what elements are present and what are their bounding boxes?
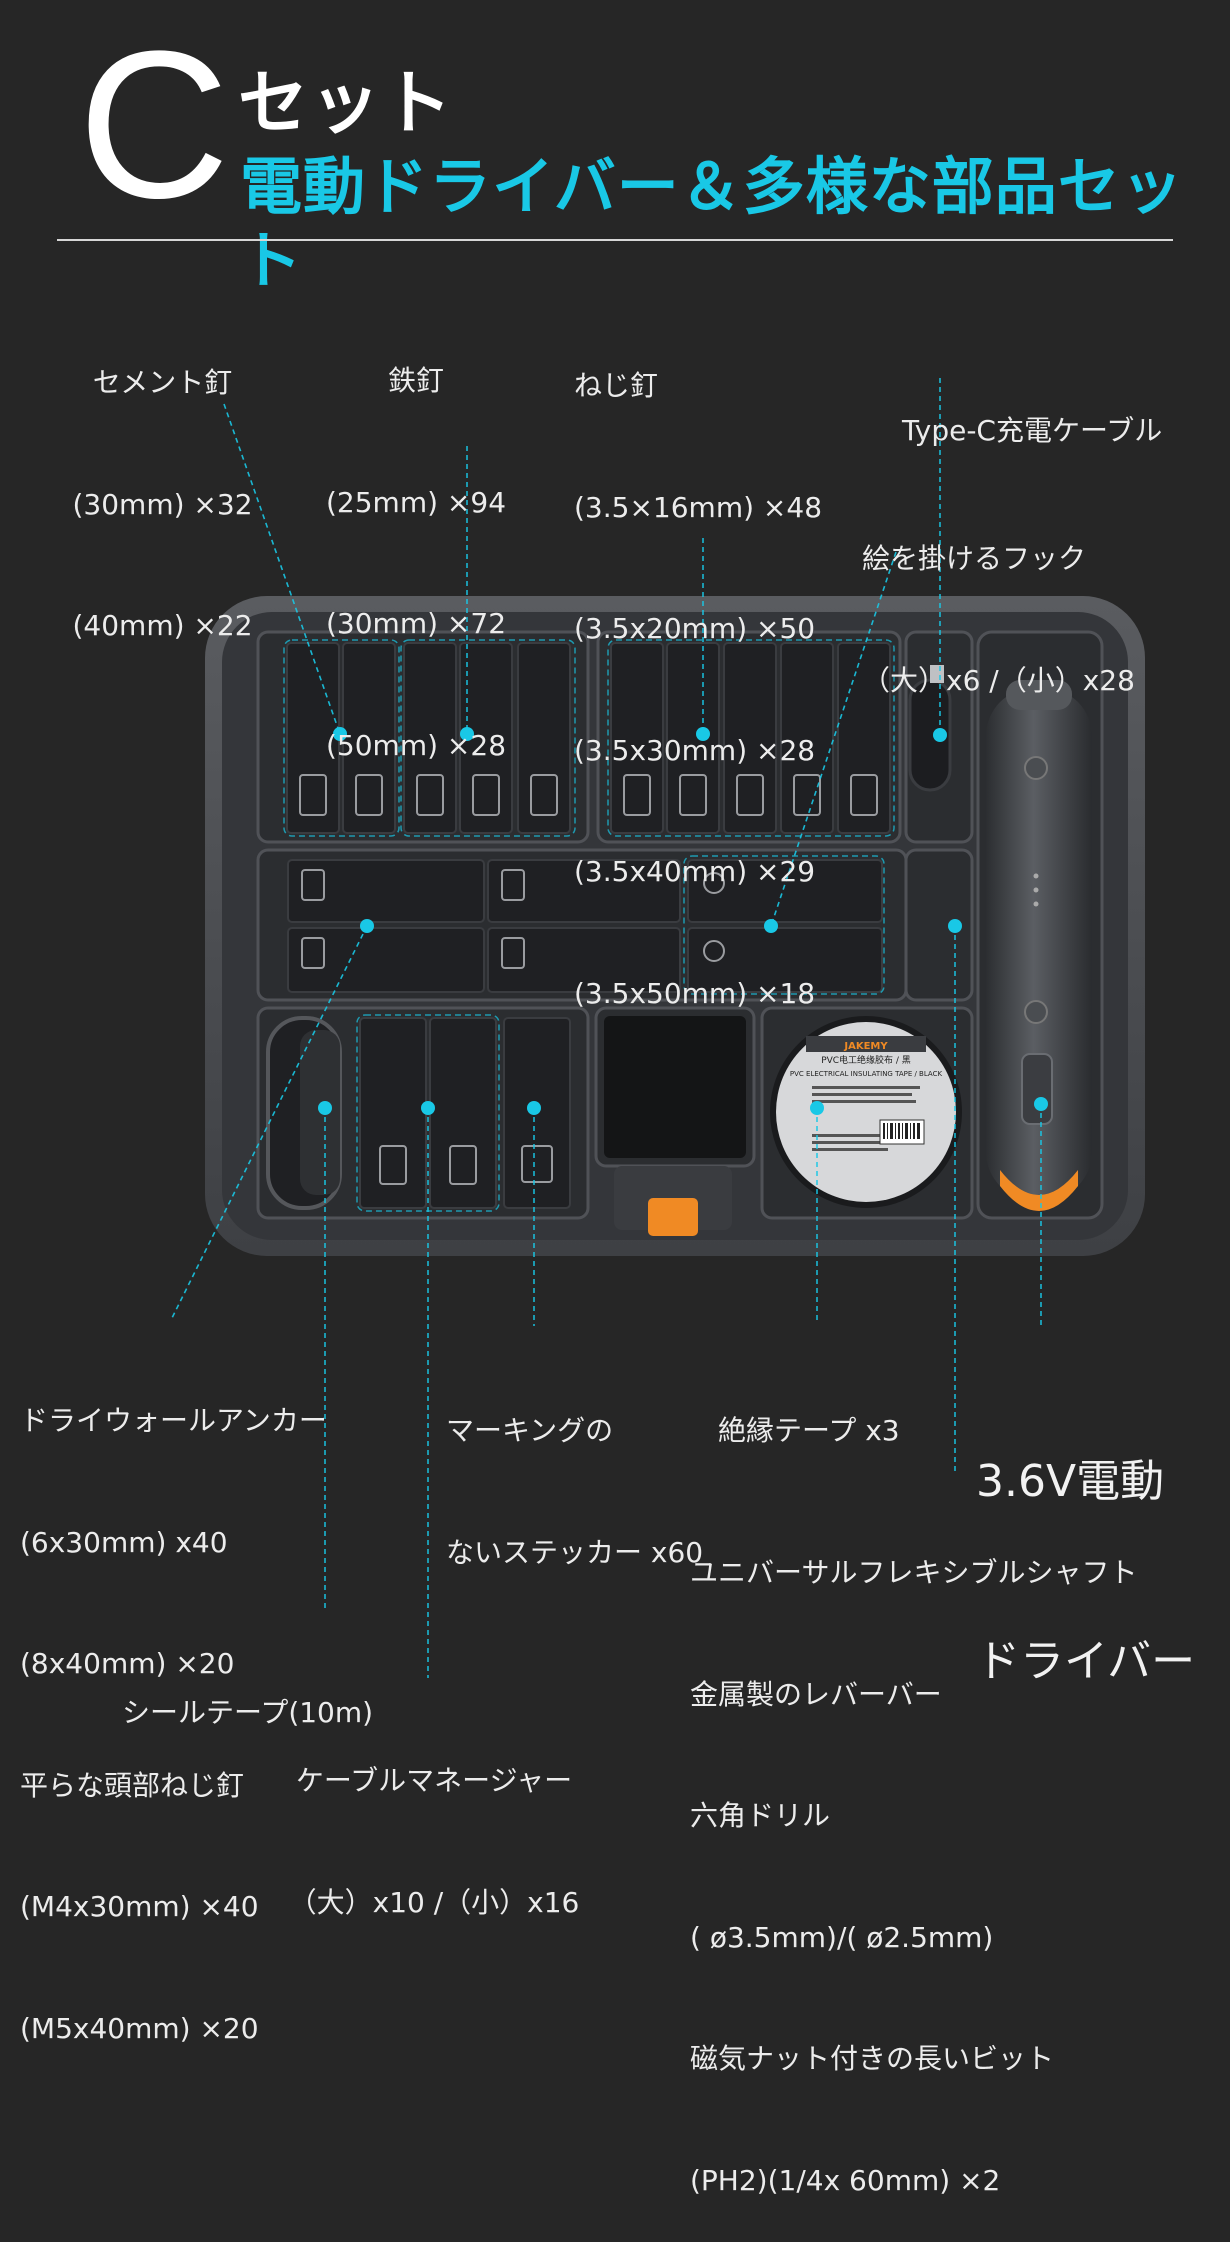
screw-nail-spec: (3.5x50mm) ×18: [574, 976, 816, 1010]
type-c-cable-title: Type-C充電ケーブル: [902, 414, 1163, 447]
label-type-c-cable: Type-C充電ケーブル: [902, 330, 1162, 492]
magnetic-bit-title: 磁気ナット付きの長いビット: [690, 2042, 1055, 2075]
iron-nail-spec: (30mm) ×72: [325, 607, 507, 640]
picture-hook-spec: （大）x6 /（小）x28: [862, 663, 1135, 697]
product-illustration: PVC电工绝缘胶布 / 黑 PVC ELECTRICAL INSULATING …: [170, 378, 1145, 1678]
label-shaft-set: ユニバーサルフレキシブルシャフト 金属製のレバーバー 六角ドリル ( ø3.5m…: [690, 1472, 1137, 2242]
label-screw-nail: ねじ釘 (3.5×16mm) ×48 (3.5x20mm) ×50 (3.5x3…: [574, 285, 822, 1055]
header-divider: [57, 239, 1173, 241]
drywall-anchor-spec: (8x40mm) ×20: [20, 1647, 235, 1680]
label-driver: 3.6V電動 ドライバー: [976, 1332, 1195, 1752]
iron-nail-spec: (50mm) ×28: [325, 728, 507, 762]
set-word: セット: [238, 62, 454, 144]
dashed-groups-row1: [283, 639, 895, 837]
leader-lines: [170, 378, 1042, 1678]
flat-head-screw-spec: (M5x40mm) ×20: [20, 2011, 259, 2045]
page-subtitle: 電動ドライバー＆多様な部品セット: [240, 150, 1184, 297]
picture-hook-title: 絵を掛けるフック: [862, 542, 1087, 575]
screw-nail-spec: (3.5x40mm) ×29: [574, 855, 816, 888]
lever-bar-title: 金属製のレバーバー: [690, 1677, 942, 1711]
electric-driver: [986, 680, 1092, 1211]
screw-nail-spec: (3.5x30mm) ×28: [574, 733, 816, 767]
hex-drill-spec: ( ø3.5mm)/( ø2.5mm): [690, 1920, 994, 1954]
magnetic-bit-spec: (PH2)(1/4x 60mm) ×2: [690, 2163, 1001, 2197]
sticker-title: マーキングの: [446, 1414, 614, 1447]
orange-latch: [614, 1166, 732, 1236]
iron-nail-title: 鉄釘: [387, 364, 444, 397]
cement-nail-spec: (40mm) ×22: [72, 609, 253, 642]
label-cable-manager: ケーブルマネージャー （大）x10 /（小）x16: [278, 1680, 590, 1964]
cable-coil: [908, 665, 952, 792]
box-icons: [299, 774, 878, 816]
sticker-spec: ないステッカー x60: [446, 1535, 704, 1569]
screw-nail-spec: (3.5×16mm) ×48: [574, 490, 823, 524]
driver-title: 3.6V電動: [976, 1456, 1165, 1507]
screw-nail-title: ねじ釘: [574, 369, 659, 402]
label-insulating-tape: 絶縁テープ x3: [718, 1330, 900, 1492]
hex-drill-title: 六角ドリル: [690, 1799, 831, 1832]
tape-line2: PVC ELECTRICAL INSULATING TAPE / BLACK: [790, 1070, 943, 1078]
cement-nail-spec: (30mm) ×32: [72, 487, 253, 521]
cement-nail-title: セメント釘: [92, 366, 233, 399]
screw-nail-spec: (3.5x20mm) ×50: [574, 612, 816, 645]
cable-manager-title: ケーブルマネージャー: [295, 1764, 573, 1797]
label-cement-nail: セメント釘 (30mm) ×32 (40mm) ×22: [70, 282, 255, 687]
label-sticker: マーキングの ないステッカー x60: [446, 1330, 703, 1614]
drywall-anchor-spec: (6x30mm) x40: [20, 1525, 228, 1559]
label-picture-hook: 絵を掛けるフック （大）x6 /（小）x28: [862, 458, 1135, 742]
marker-dots: [318, 727, 1048, 1115]
mid-boxes: [287, 859, 883, 993]
insulating-tape: PVC电工绝缘胶布 / 黑 PVC ELECTRICAL INSULATING …: [770, 1016, 962, 1208]
tape-line1: PVC电工绝缘胶布 / 黑: [821, 1054, 911, 1066]
insulating-tape-title: 絶縁テープ x3: [718, 1414, 900, 1447]
seal-tape-title: シールテープ(10m): [122, 1696, 374, 1729]
cable-manager-spec: （大）x10 /（小）x16: [288, 1885, 580, 1919]
set-letter: C: [78, 7, 230, 242]
driver-title: ドライバー: [976, 1636, 1196, 1687]
flex-shaft-title: ユニバーサルフレキシブルシャフト: [690, 1556, 1138, 1589]
drywall-anchor-title: ドライウォールアンカー: [20, 1404, 327, 1437]
label-iron-nail: 鉄釘 (25mm) ×94 (30mm) ×72 (50mm) ×28: [324, 280, 508, 807]
label-seal-tape: シールテープ(10m): [122, 1612, 373, 1774]
tape-brand: JAKEMY: [843, 1041, 888, 1052]
iron-nail-spec: (25mm) ×94: [325, 485, 507, 519]
